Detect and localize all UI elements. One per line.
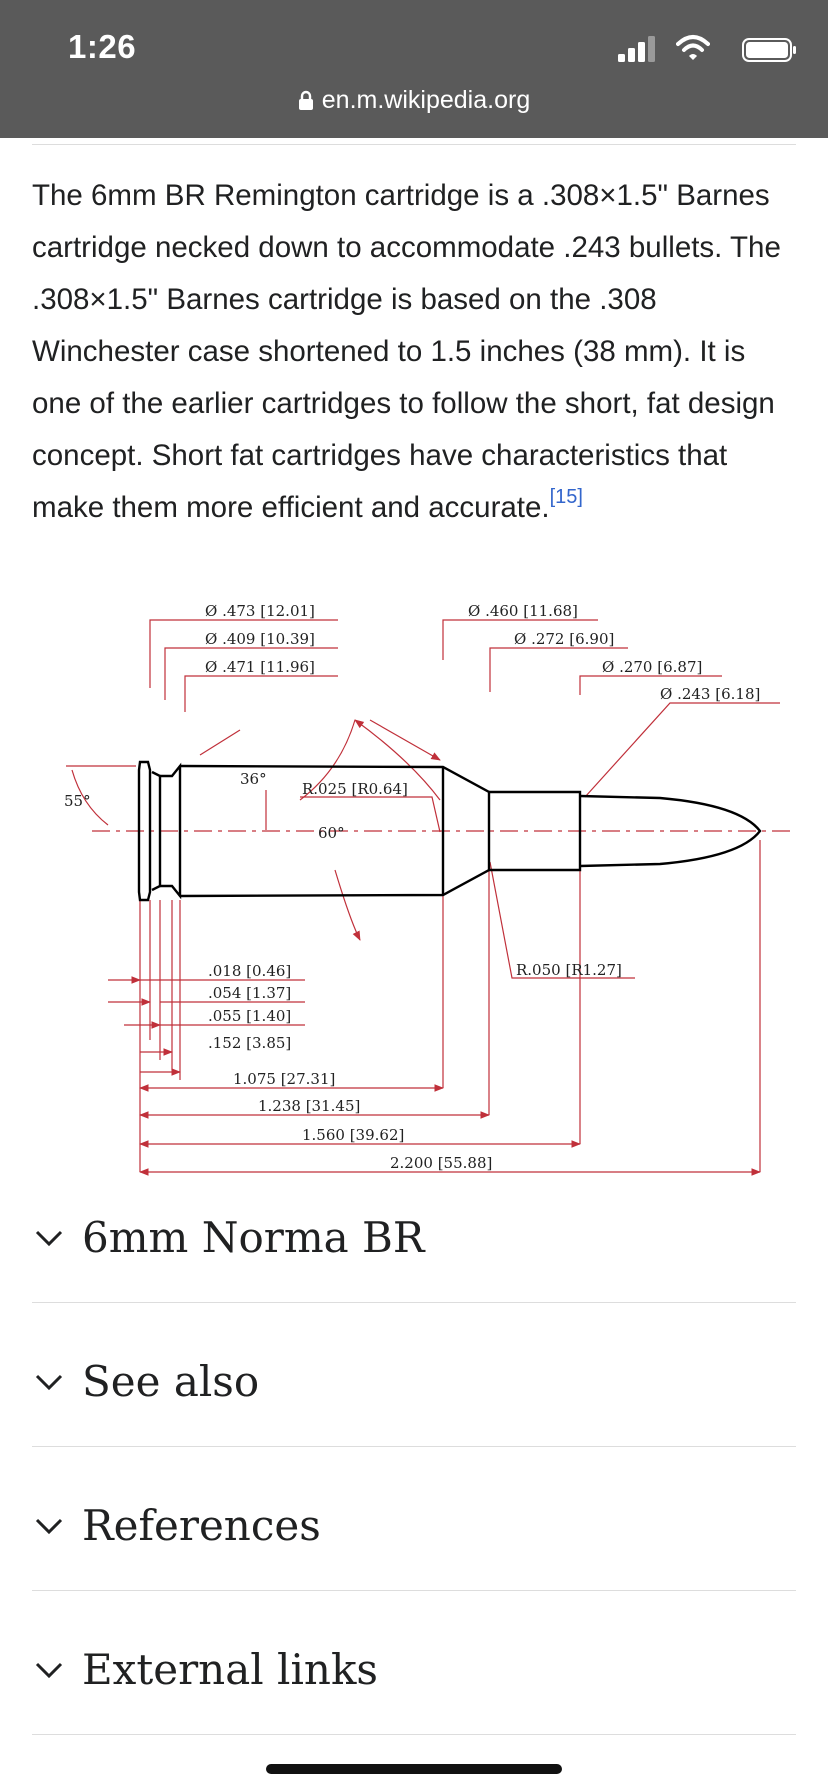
lock-icon [298, 90, 313, 110]
dim-label: Ø .270 [6.87] [602, 658, 702, 676]
cartridge-drawing: Ø .473 [12.01] Ø .409 [10.39] Ø .471 [11… [64, 602, 795, 1176]
section-title: See also [82, 1357, 260, 1406]
section-divider [32, 1590, 796, 1591]
section-see-also[interactable]: See also [32, 1342, 796, 1447]
dim-label: 2.200 [55.88] [390, 1154, 492, 1172]
dim-label: 1.075 [27.31] [233, 1070, 335, 1088]
top-divider [32, 144, 796, 145]
chevron-down-icon [35, 1230, 63, 1247]
status-time: 1:26 [68, 28, 137, 65]
article-paragraph: The 6mm BR Remington cartridge is a .308… [32, 170, 802, 534]
wifi-icon [676, 35, 710, 60]
chevron-down-icon [35, 1662, 63, 1679]
cartridge-diagram[interactable]: Ø .473 [12.01] Ø .409 [10.39] Ø .471 [11… [0, 600, 828, 1180]
url-bar[interactable]: en.m.wikipedia.org [0, 86, 828, 115]
dim-label: Ø .272 [6.90] [514, 630, 614, 648]
chevron-down-icon [35, 1518, 63, 1535]
dim-label: .054 [1.37] [208, 984, 291, 1002]
dim-label: Ø .409 [10.39] [205, 630, 315, 648]
section-title: External links [82, 1645, 378, 1694]
section-6mm-norma-br[interactable]: 6mm Norma BR [32, 1198, 796, 1303]
section-title: References [82, 1501, 321, 1550]
dim-label: Ø .460 [11.68] [468, 602, 578, 620]
citation-link[interactable]: [15] [549, 486, 583, 508]
dim-label: 1.238 [31.45] [258, 1097, 360, 1115]
section-references[interactable]: References [32, 1486, 796, 1591]
section-external-links[interactable]: External links [32, 1630, 796, 1735]
dim-label: R.025 [R0.64] [302, 780, 408, 798]
chevron-down-icon [35, 1374, 63, 1391]
paragraph-text: The 6mm BR Remington cartridge is a .308… [32, 179, 781, 524]
home-indicator[interactable] [266, 1764, 562, 1774]
dim-label: .152 [3.85] [208, 1034, 291, 1052]
section-divider [32, 1302, 796, 1303]
section-title: 6mm Norma BR [82, 1213, 425, 1262]
section-divider [32, 1446, 796, 1447]
status-icons [598, 35, 798, 66]
status-bar: 1:26 en.m.wikipedia.org [0, 0, 828, 138]
dim-label: 36° [240, 770, 267, 788]
dim-label: Ø .243 [6.18] [660, 685, 760, 703]
dim-label: .018 [0.46] [208, 962, 291, 980]
battery-icon [742, 38, 796, 62]
dim-label: R.050 [R1.27] [516, 961, 622, 979]
dim-label: Ø .471 [11.96] [205, 658, 315, 676]
url-text: en.m.wikipedia.org [321, 86, 531, 114]
dim-label: 1.560 [39.62] [302, 1126, 404, 1144]
dim-label: 60° [318, 824, 345, 842]
dim-label: Ø .473 [12.01] [205, 602, 315, 620]
signal-icon [618, 36, 655, 62]
section-divider [32, 1734, 796, 1735]
dim-label: 55° [64, 792, 91, 810]
dim-label: .055 [1.40] [208, 1007, 291, 1025]
